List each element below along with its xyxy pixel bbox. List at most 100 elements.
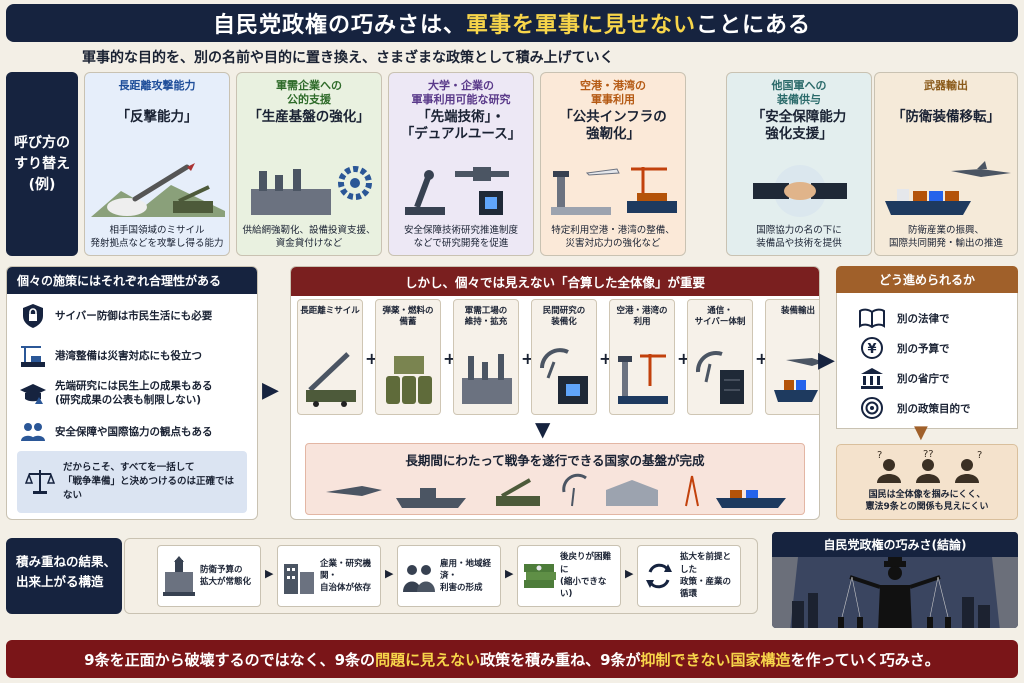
piece-label: 軍需工場の 維持・拡充 bbox=[464, 306, 508, 328]
conclusion-title: 自民党政権の巧みさ(結論) bbox=[772, 532, 1018, 557]
arrow-right-icon: ▶ bbox=[818, 348, 835, 373]
card-heading: 武器輸出 bbox=[924, 79, 968, 92]
flow-step-text: 後戻りが困難に (縮小できない) bbox=[560, 552, 612, 600]
flow-step-irreversible: 後戻りが困難に (縮小できない) bbox=[517, 545, 621, 607]
page-subtitle: 軍事的な目的を、別の名前や目的に置き換え、さまざまな政策として積み上げていく bbox=[82, 50, 614, 66]
piece-airport-port: 空港・港湾の 利用 bbox=[609, 299, 675, 415]
workers-icon bbox=[403, 565, 435, 592]
svg-text:?: ? bbox=[877, 450, 882, 461]
card-description: 相手国領域のミサイル 発射拠点などを攻撃し得る能力 bbox=[90, 225, 224, 250]
card-heading: 大学・企業の 軍事利用可能な研究 bbox=[411, 79, 511, 106]
flow-step-text: 防衛予算の 拡大が常態化 bbox=[200, 564, 252, 587]
card-equipment-transfer: 武器輸出 「防衛装備移転」 防衛産業の振興、 国際共同開発・輸出の推進 bbox=[874, 72, 1018, 256]
card-security-assistance: 他国軍への 装備供与 「安全保障能力 強化支援」 国際協力の名の下に 装備品や技… bbox=[726, 72, 872, 256]
aggregate-picture-panel: しかし、個々では見えない「合算した全体像」が重要 長距離ミサイル + 弾薬・燃料… bbox=[290, 266, 820, 520]
piece-arms-factory: 軍需工場の 維持・拡充 bbox=[453, 299, 519, 415]
cycle-arrows-icon bbox=[646, 563, 672, 589]
public-perception-text: 国民は全体像を掴みにくく、 憲法9条との関係も見えにくい bbox=[865, 489, 989, 513]
method-text: 別の予算で bbox=[897, 342, 950, 355]
rationality-item-cooperation: 安全保障や国際協力の観点もある bbox=[19, 419, 213, 445]
card-euphemism: 「安全保障能力 強化支援」 bbox=[751, 109, 847, 142]
method-budget: ¥ 別の予算で bbox=[859, 335, 1017, 361]
piece-label: 通信・ サイバー体制 bbox=[694, 306, 746, 328]
method-text: 別の省庁で bbox=[897, 372, 950, 385]
result-text: 長期間にわたって戦争を遂行できる国家の基盤が完成 bbox=[405, 453, 705, 468]
rationality-item-text: 先端研究には民生上の成果もある (研究成果の公表も制限しない) bbox=[55, 380, 213, 407]
rationality-panel-title: 個々の施策にはそれぞれ合理性がある bbox=[7, 267, 257, 294]
method-law: 別の法律で bbox=[859, 305, 1017, 331]
rationality-item-cyber: サイバー防御は市民生活にも必要 bbox=[19, 303, 212, 329]
factory-icon bbox=[462, 354, 512, 404]
arrow-down-icon: ▼ bbox=[535, 417, 551, 441]
rationality-item-text: 安全保障や国際協力の観点もある bbox=[55, 425, 213, 438]
piece-ammo-fuel: 弾薬・燃料の 備蓄 bbox=[375, 299, 441, 415]
method-ministry: 別の省庁で bbox=[859, 365, 1017, 391]
missile-launcher-icon bbox=[306, 352, 356, 407]
rationality-conclusion-text: だからこそ、すべてを一括して 「戦争準備」と決めつけるのは正確ではない bbox=[63, 461, 235, 502]
svg-text:??: ?? bbox=[923, 449, 934, 460]
rationality-item-port: 港湾整備は災害対応にも役立つ bbox=[19, 343, 202, 369]
ammo-barrels-icon bbox=[386, 356, 432, 404]
rationality-item-text: サイバー防御は市民生活にも必要 bbox=[55, 309, 213, 322]
card-description: 供給網強靭化、設備投資支援、 資金貸付けなど bbox=[242, 225, 376, 250]
aggregate-panel-title: しかし、個々では見えない「合算した全体像」が重要 bbox=[291, 267, 819, 296]
port-crane-icon bbox=[19, 343, 47, 369]
card-dual-use: 大学・企業の 軍事利用可能な研究 「先端技術」・ 「デュアルユース」 安全保障技… bbox=[388, 72, 534, 256]
diet-building-icon bbox=[163, 556, 195, 596]
how-advanced-list: 別の法律で ¥ 別の予算で 別の省庁で 別の政策目的で bbox=[836, 293, 1018, 429]
accumulation-flow: 防衛予算の 拡大が常態化 ▶ 企業・研究機関・ 自治体が依存 ▶ 雇用・地域経済… bbox=[124, 538, 758, 614]
flow-step-text: 企業・研究機関・ 自治体が依存 bbox=[320, 558, 372, 594]
footer-message: 9条を正面から破壊するのではなく、9条の問題に見えない政策を積み重ね、9条が抑制… bbox=[6, 640, 1018, 678]
method-text: 別の政策目的で bbox=[897, 402, 971, 415]
method-text: 別の法律で bbox=[897, 312, 950, 325]
svg-text:?: ? bbox=[977, 450, 982, 461]
satellite-server-icon bbox=[695, 350, 744, 404]
jet-ship-icon bbox=[774, 358, 819, 402]
title-part-1: 自民党政権の巧みさは、 bbox=[212, 13, 466, 38]
rationality-panel: 個々の施策にはそれぞれ合理性がある サイバー防御は市民生活にも必要 港湾整備は災… bbox=[6, 266, 258, 520]
target-icon bbox=[859, 395, 885, 421]
radar-chip-icon bbox=[540, 348, 588, 404]
flow-step-text: 拡大を前提とした 政策・産業の循環 bbox=[680, 552, 732, 600]
card-heading: 長距離攻撃能力 bbox=[118, 79, 196, 92]
flow-step-cycle: 拡大を前提とした 政策・産業の循環 bbox=[637, 545, 741, 607]
rationality-conclusion: だからこそ、すべてを一括して 「戦争準備」と決めつけるのは正確ではない bbox=[17, 451, 247, 513]
arrow-right-icon: ▶ bbox=[265, 567, 274, 580]
conclusion-panel: 自民党政権の巧みさ(結論) bbox=[772, 532, 1018, 628]
money-stack-icon bbox=[524, 564, 556, 588]
flow-step-dependence: 企業・研究機関・ 自治体が依存 bbox=[277, 545, 381, 607]
graduation-cap-icon bbox=[19, 380, 47, 406]
military-assets-icon bbox=[326, 473, 786, 508]
book-icon bbox=[859, 305, 885, 331]
puppeteer-illustration bbox=[772, 557, 1018, 628]
microscope-drone-icon bbox=[405, 167, 509, 215]
card-public-infrastructure: 空港・港湾の 軍事利用 「公共インフラの 強靭化」 特定利用空港・港湾の整備、 … bbox=[540, 72, 686, 256]
piece-label: 装備輸出 bbox=[780, 306, 815, 316]
arrow-down-icon: ▼ bbox=[914, 422, 928, 443]
arrow-right-icon: ▶ bbox=[385, 567, 394, 580]
factory-icon bbox=[251, 166, 372, 215]
footer-text: を作っていく巧みさ。 bbox=[790, 650, 940, 669]
flow-step-interests: 雇用・地域経済・ 利害の形成 bbox=[397, 545, 501, 607]
port-tower-icon bbox=[618, 354, 668, 404]
how-advanced-title: どう進められるか bbox=[836, 266, 1018, 293]
card-description: 特定利用空港・港湾の整備、 災害対応力の強化など bbox=[551, 225, 675, 250]
title-part-3: ことにある bbox=[696, 13, 812, 38]
piece-civil-research: 民間研究の 装備化 bbox=[531, 299, 597, 415]
page-title: 自民党政権の巧みさは、軍事を軍事に見せないことにある bbox=[6, 4, 1018, 42]
rationality-item-research: 先端研究には民生上の成果もある (研究成果の公表も制限しない) bbox=[19, 379, 213, 407]
how-advanced-panel: どう進められるか 別の法律で ¥ 別の予算で 別の省庁で 別の政策目的で ▼ ?… bbox=[836, 266, 1018, 520]
piece-cyber: 通信・ サイバー体制 bbox=[687, 299, 753, 415]
card-euphemism: 「生産基盤の強化」 bbox=[248, 109, 370, 125]
card-heading: 他国軍への 装備供与 bbox=[771, 79, 827, 106]
card-euphemism: 「防衛装備移転」 bbox=[892, 109, 1000, 125]
missile-launch-icon bbox=[91, 163, 225, 217]
handshake-globe-icon bbox=[753, 165, 847, 217]
arrow-right-icon: ▶ bbox=[505, 567, 514, 580]
piece-label: 長距離ミサイル bbox=[300, 306, 360, 316]
yen-coin-icon: ¥ bbox=[859, 335, 885, 361]
people-icon bbox=[19, 419, 47, 445]
piece-label: 空港・港湾の 利用 bbox=[616, 306, 668, 328]
public-perception-box: ? ?? ? 国民は全体像を掴みにくく、 憲法9条との関係も見えにくい bbox=[836, 444, 1018, 520]
footer-highlight: 問題に見えない bbox=[375, 650, 481, 669]
